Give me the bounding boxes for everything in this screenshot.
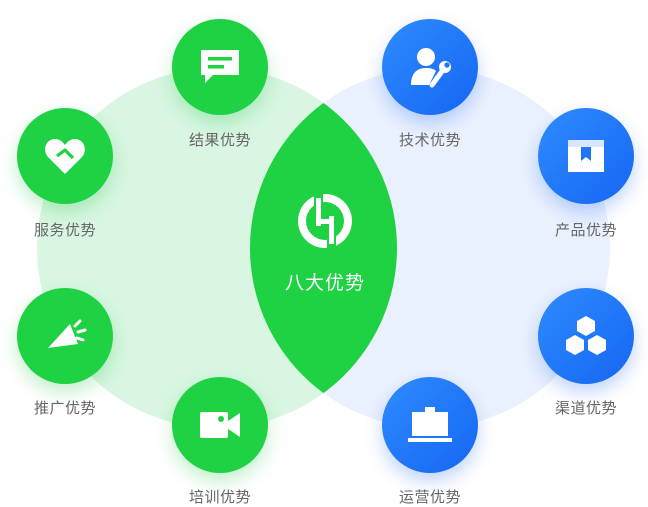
operation-advantage-label: 运营优势 xyxy=(398,488,461,506)
result-advantage-badge[interactable] xyxy=(172,19,268,115)
training-advantage-label: 培训优势 xyxy=(188,488,251,506)
laptop-icon xyxy=(408,407,452,442)
package-box-icon xyxy=(568,140,604,172)
promotion-advantage-label: 推广优势 xyxy=(33,399,96,417)
hexagon-cluster-icon xyxy=(566,316,606,355)
technology-advantage-label: 技术优势 xyxy=(398,131,461,149)
heart-icon xyxy=(45,139,85,174)
training-advantage-badge[interactable] xyxy=(172,377,268,473)
service-advantage-badge[interactable] xyxy=(17,108,113,204)
engineer-wrench-icon xyxy=(411,48,451,88)
service-advantage-label: 服务优势 xyxy=(33,221,96,239)
video-camera-icon xyxy=(200,412,240,438)
promotion-advantage-badge[interactable] xyxy=(17,288,113,384)
channel-advantage-label: 渠道优势 xyxy=(554,399,617,417)
center-title: 八大优势 xyxy=(284,272,365,294)
bolt-circle-logo-icon xyxy=(298,191,352,251)
product-advantage-label: 产品优势 xyxy=(554,221,617,239)
result-advantage-label: 结果优势 xyxy=(188,131,251,149)
technology-advantage-badge[interactable] xyxy=(382,19,478,115)
megaphone-icon xyxy=(48,319,87,348)
operation-advantage-badge[interactable] xyxy=(382,377,478,473)
chat-message-icon xyxy=(201,50,239,83)
center-lens xyxy=(250,68,397,428)
channel-advantage-badge[interactable] xyxy=(538,288,634,384)
product-advantage-badge[interactable] xyxy=(538,108,634,204)
